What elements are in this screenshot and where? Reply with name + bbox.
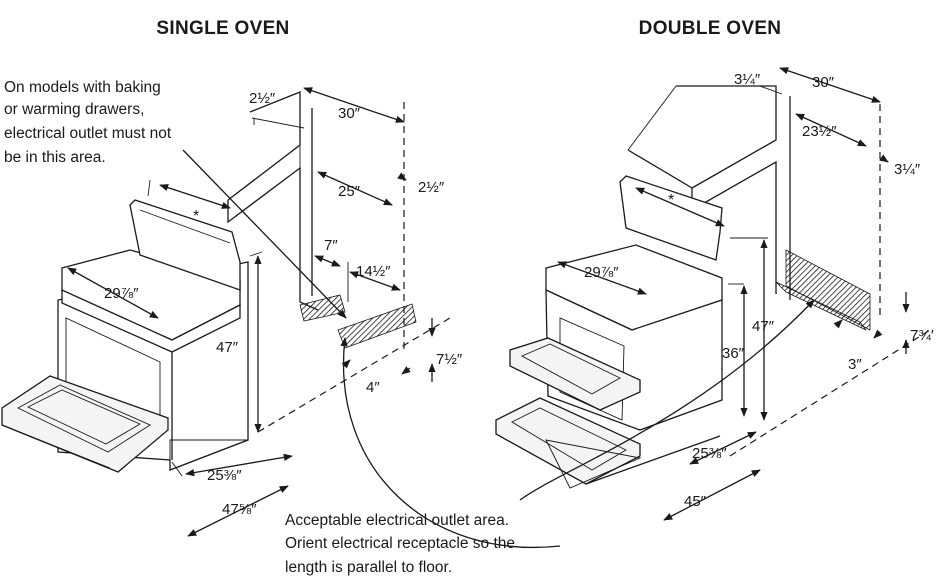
dim-double-door-open-depth: 45″ — [684, 493, 707, 510]
dim-outlet-width: 14½″ — [356, 263, 391, 280]
dim-double-total-height: 47″ — [752, 318, 775, 335]
bottom-note-line-3: length is parallel to floor. — [285, 559, 452, 576]
dim-double-cooktop-height: 36″ — [722, 345, 745, 362]
dim-double-right-clearance: 3¼″ — [894, 161, 921, 178]
restricted-outlet-area — [299, 294, 346, 322]
dim-door-open-depth: 47⅝″ — [222, 501, 257, 518]
double-oven-dimensions: * 3¼″ 30″ 23½″ 3¼″ 29⅞″ 47″ 36″ 7¾′ 3″ 2… — [557, 67, 934, 521]
dim-range-depth: 25⅜″ — [207, 467, 242, 484]
double-oven-title: DOUBLE OVEN — [639, 18, 782, 39]
double-oven-drawing — [495, 85, 931, 489]
backguard — [129, 199, 241, 291]
dim-double-floor-offset: 3″ — [848, 356, 862, 373]
acceptable-outlet-area-double — [775, 281, 867, 331]
dim-double-inner-width: 23½″ — [802, 123, 837, 140]
dim-cooktop-depth: 29⅞″ — [104, 285, 139, 302]
single-star-marker: * — [193, 208, 199, 225]
dim-double-range-depth: 25⅜″ — [692, 445, 727, 462]
dim-double-outlet-height: 7¾′ — [910, 327, 934, 344]
acceptable-outlet-area-note: Acceptable electrical outlet area. Orien… — [285, 512, 515, 576]
double-upper-door — [509, 337, 641, 411]
single-oven-dimensions: * 2½″ 30″ 25″ 2½″ 7″ 14½″ 7½″ 4″ 29⅞″ 47… — [67, 87, 463, 537]
bottom-note-line-1: Acceptable electrical outlet area. — [285, 512, 509, 529]
note-line-4: be in this area. — [4, 149, 106, 166]
bottom-note-line-2: Orient electrical receptacle so the — [285, 535, 515, 552]
dim-outlet-height: 7½″ — [436, 351, 463, 368]
dim-restricted-width: 7″ — [324, 237, 338, 254]
dim-floor-offset: 4″ — [366, 379, 380, 396]
dim-inner-width: 25″ — [338, 183, 361, 200]
dim-double-side-clearance: 3¼″ — [734, 71, 761, 88]
dim-double-cutout-width: 30″ — [812, 74, 835, 91]
dim-right-clearance: 2½″ — [418, 179, 445, 196]
dim-total-height: 47″ — [216, 339, 239, 356]
dim-cutout-width: 30″ — [338, 105, 361, 122]
note-line-1: On models with baking — [4, 79, 161, 96]
single-oven-outlet-restriction-note: On models with baking or warming drawers… — [4, 79, 172, 166]
note-leader-arrow — [182, 149, 347, 319]
note-line-2: or warming drawers, — [4, 101, 144, 118]
note-line-3: electrical outlet must not — [4, 125, 172, 142]
bottom-note-leader-double — [519, 299, 815, 501]
single-oven-title: SINGLE OVEN — [156, 18, 289, 39]
acceptable-outlet-area-single — [337, 303, 417, 349]
double-star-marker: * — [668, 192, 674, 209]
dim-side-clearance: 2½″ — [249, 90, 276, 107]
bottom-note-leader-single — [340, 337, 561, 548]
dim-double-cooktop-depth: 29⅞″ — [584, 264, 619, 281]
